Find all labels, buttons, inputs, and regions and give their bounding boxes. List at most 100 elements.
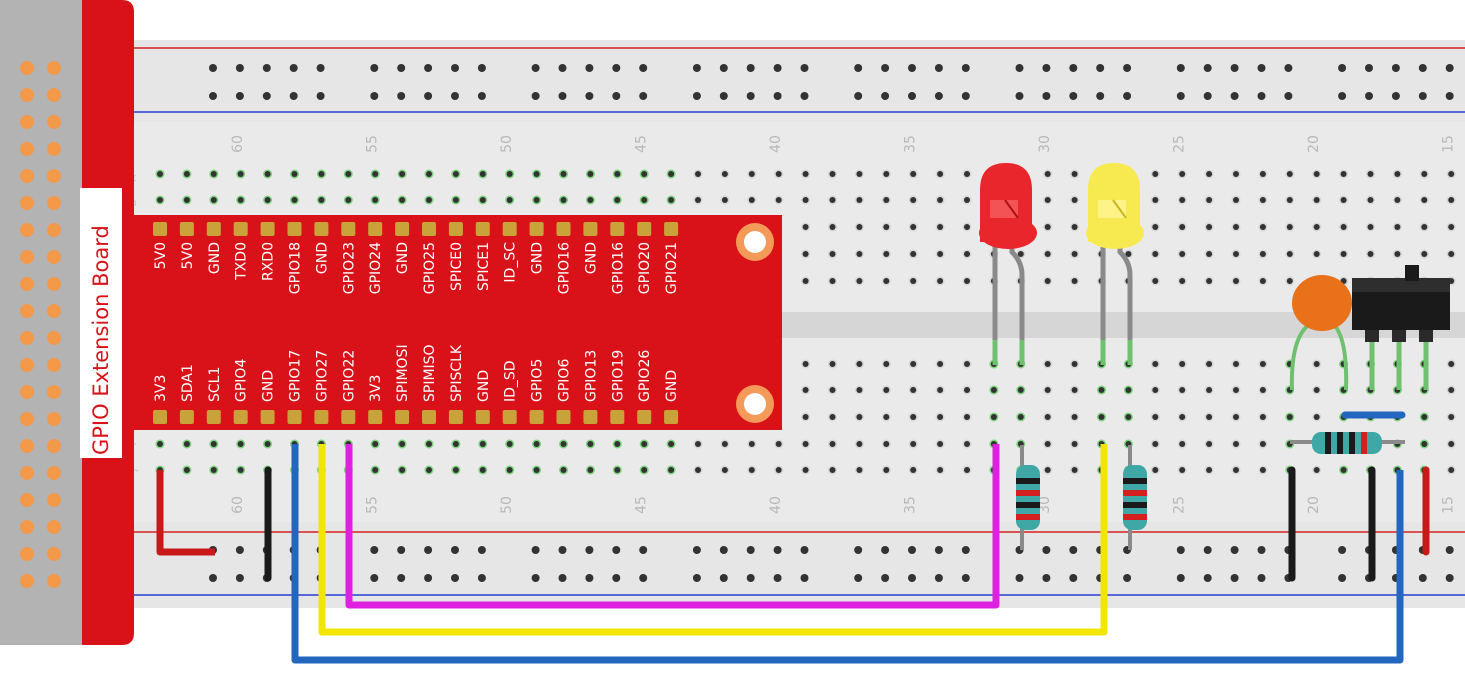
hole-center [802, 251, 809, 257]
hole-center [1233, 414, 1239, 420]
rail-hole [1042, 546, 1051, 554]
hole-center [829, 224, 836, 230]
pin-pad [368, 410, 383, 424]
rail-hole [1445, 92, 1454, 100]
hole-center [1448, 197, 1455, 203]
rail-hole [531, 574, 540, 582]
hole-center [748, 441, 755, 447]
rail-hole [262, 92, 271, 100]
hole-center [1313, 414, 1320, 420]
pi-header-pin [20, 115, 34, 129]
hole-center [1071, 278, 1078, 284]
hole-center [829, 251, 836, 257]
rail-hole [235, 64, 244, 72]
pin-pad [206, 410, 221, 424]
hole-center [883, 414, 890, 420]
hole-center [1179, 361, 1186, 367]
hole-center [237, 441, 244, 447]
hole-center [695, 441, 701, 447]
hole-center [1313, 387, 1320, 393]
rail-hole [1096, 92, 1105, 100]
hole-center [668, 171, 675, 177]
column-number: 15 [1441, 496, 1457, 514]
hole-center [452, 171, 459, 177]
hole-center [1313, 197, 1320, 203]
column-number: 25 [1172, 135, 1188, 153]
pi-header-pin [20, 520, 34, 534]
rail-hole [1257, 546, 1266, 554]
rail-hole [477, 64, 486, 72]
pi-header-pin [47, 385, 61, 399]
hole-center [775, 441, 782, 447]
rail-hole [1418, 574, 1427, 582]
rail-hole [612, 546, 621, 554]
rail-hole [424, 64, 433, 72]
column-number: 15 [1441, 135, 1457, 153]
pi-header-pin [47, 331, 61, 345]
rail-hole [531, 92, 540, 100]
pin-pad [260, 410, 275, 424]
ceramic-capacitor [1289, 275, 1352, 391]
hole-center [399, 467, 406, 473]
rail-hole [908, 64, 916, 72]
rail-hole [1338, 64, 1347, 72]
hole-center [1286, 278, 1293, 284]
wire-gpio27-yellow [318, 444, 1108, 636]
hole-center [237, 171, 244, 177]
pi-header-pin [47, 142, 61, 156]
rail-hole [1096, 64, 1105, 72]
hole-center [1017, 387, 1024, 393]
hole-center [721, 467, 728, 473]
rail-hole [558, 92, 567, 100]
rail-hole [1176, 64, 1185, 72]
rail-hole [1069, 546, 1078, 554]
rail-hole [746, 92, 755, 100]
pi-header-pin [20, 574, 34, 588]
pi-header-pin [20, 304, 34, 318]
pin-label-top: GND [207, 242, 223, 274]
hole-center [695, 467, 701, 473]
rail-hole [1176, 574, 1185, 582]
rail-hole [881, 64, 890, 72]
pin-label-bottom: GPIO5 [530, 359, 546, 402]
pi-header-pins [20, 61, 61, 588]
hole-center [883, 467, 890, 473]
hole-center [964, 414, 970, 420]
hole-center [748, 171, 755, 177]
hole-center [1071, 361, 1078, 367]
hole-center [1152, 441, 1159, 447]
pi-header-pin [20, 250, 34, 264]
hole-center [614, 197, 621, 203]
hole-center [264, 171, 271, 177]
hole-center [802, 467, 809, 473]
hole-center [937, 414, 944, 420]
hole-center [937, 361, 944, 367]
hole-center [1421, 414, 1428, 420]
rail-hole [1338, 546, 1347, 554]
hole-center [1259, 441, 1266, 447]
hole-center [910, 251, 917, 257]
rail-hole [1015, 574, 1024, 582]
hole-center [856, 441, 863, 447]
hole-center [802, 171, 809, 177]
hole-center [695, 197, 701, 203]
hole-center [1044, 361, 1051, 367]
rail-hole [1230, 546, 1239, 554]
hole-center [802, 278, 809, 284]
hole-center [668, 467, 675, 473]
pin-label-top: TXD0 [234, 242, 250, 281]
rail-hole [477, 574, 486, 582]
hole-center [641, 467, 648, 473]
hole-center [210, 171, 217, 177]
hole-center [856, 251, 863, 257]
pin-pad [556, 410, 571, 424]
hole-center [1206, 414, 1213, 420]
rail-hole [235, 546, 244, 554]
pin-pad [422, 222, 436, 236]
hole-center [560, 467, 567, 473]
pi-header-pin [47, 574, 61, 588]
hole-center [1179, 387, 1186, 393]
hole-center [964, 361, 970, 367]
